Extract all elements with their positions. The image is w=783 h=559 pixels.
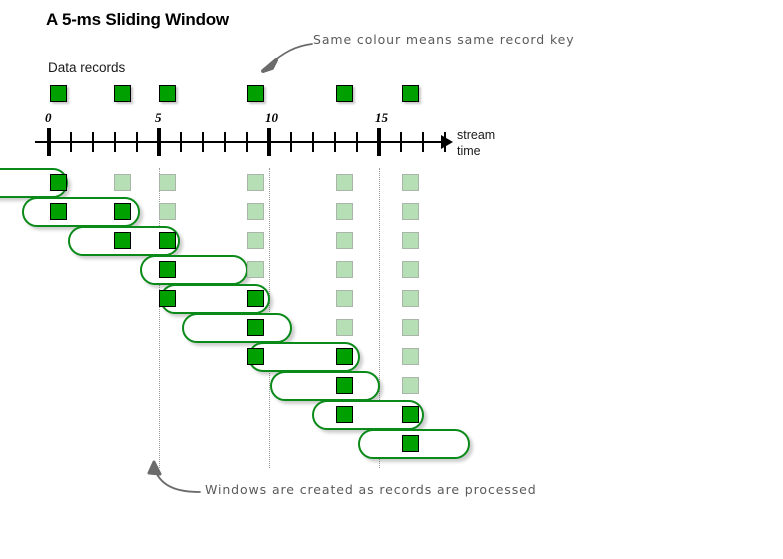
axis-minor-tick (92, 132, 94, 152)
window-record-square (247, 319, 264, 336)
faded-record-square (336, 261, 353, 278)
window-record-square (402, 435, 419, 452)
annotation-same-colour: Same colour means same record key (313, 32, 575, 47)
data-record-square (159, 85, 176, 102)
axis-tick-label: 15 (375, 110, 388, 125)
timeline-arrowhead-icon (441, 135, 453, 149)
window-record-square (50, 174, 67, 191)
annotation-windows-created: Windows are created as records are proce… (205, 482, 537, 497)
timeline-axis (35, 141, 445, 143)
page-title: A 5-ms Sliding Window (46, 10, 229, 29)
faded-record-square (402, 377, 419, 394)
axis-minor-tick (246, 132, 248, 152)
faded-record-square (402, 261, 419, 278)
guide-line (159, 168, 160, 468)
window-record-square (114, 203, 131, 220)
data-record-square (247, 85, 264, 102)
window-record-square (336, 348, 353, 365)
faded-record-square (336, 174, 353, 191)
faded-record-square (402, 319, 419, 336)
faded-record-square (402, 348, 419, 365)
axis-minor-tick (290, 132, 292, 152)
axis-minor-tick (422, 132, 424, 152)
faded-record-square (336, 232, 353, 249)
faded-record-square (336, 319, 353, 336)
window-record-square (247, 348, 264, 365)
stream-label-line1: stream (457, 128, 496, 142)
stream-time-label: stream time (457, 127, 495, 159)
faded-record-square (336, 290, 353, 307)
window-record-square (159, 290, 176, 307)
faded-record-square (247, 232, 264, 249)
faded-record-square (336, 203, 353, 220)
stream-label-line2: time (457, 144, 481, 158)
axis-minor-tick (334, 132, 336, 152)
axis-tick-label: 5 (155, 110, 162, 125)
faded-record-square (247, 203, 264, 220)
data-records-label: Data records (48, 60, 126, 75)
axis-minor-tick (356, 132, 358, 152)
axis-major-tick (377, 128, 381, 156)
arrow-head-top (261, 58, 278, 73)
faded-record-square (247, 174, 264, 191)
window-record-square (402, 406, 419, 423)
faded-record-square (402, 174, 419, 191)
window-record-square (336, 406, 353, 423)
sliding-window-pill[interactable] (270, 371, 380, 401)
axis-tick-label: 0 (45, 110, 52, 125)
sliding-window-pill[interactable] (140, 255, 248, 285)
axis-minor-tick (444, 132, 446, 152)
arrow-curve-top (267, 43, 313, 67)
window-record-square (114, 232, 131, 249)
axis-major-tick (47, 128, 51, 156)
window-record-square (50, 203, 67, 220)
data-record-square (336, 85, 353, 102)
axis-minor-tick (114, 132, 116, 152)
guide-line (379, 168, 380, 468)
data-record-square (402, 85, 419, 102)
axis-minor-tick (312, 132, 314, 152)
axis-minor-tick (224, 132, 226, 152)
axis-minor-tick (202, 132, 204, 152)
data-record-square (114, 85, 131, 102)
window-record-square (336, 377, 353, 394)
axis-minor-tick (70, 132, 72, 152)
window-record-square (159, 232, 176, 249)
axis-major-tick (157, 128, 161, 156)
faded-record-square (247, 261, 264, 278)
arrow-curve-bottom (154, 469, 201, 493)
faded-record-square (402, 290, 419, 307)
faded-record-square (159, 203, 176, 220)
axis-minor-tick (180, 132, 182, 152)
axis-tick-label: 10 (265, 110, 278, 125)
sliding-window-pill[interactable] (182, 313, 292, 343)
axis-minor-tick (136, 132, 138, 152)
axis-major-tick (267, 128, 271, 156)
axis-minor-tick (400, 132, 402, 152)
faded-record-square (114, 174, 131, 191)
faded-record-square (402, 232, 419, 249)
data-record-square (50, 85, 67, 102)
faded-record-square (402, 203, 419, 220)
faded-record-square (159, 174, 176, 191)
window-record-square (159, 261, 176, 278)
window-record-square (247, 290, 264, 307)
